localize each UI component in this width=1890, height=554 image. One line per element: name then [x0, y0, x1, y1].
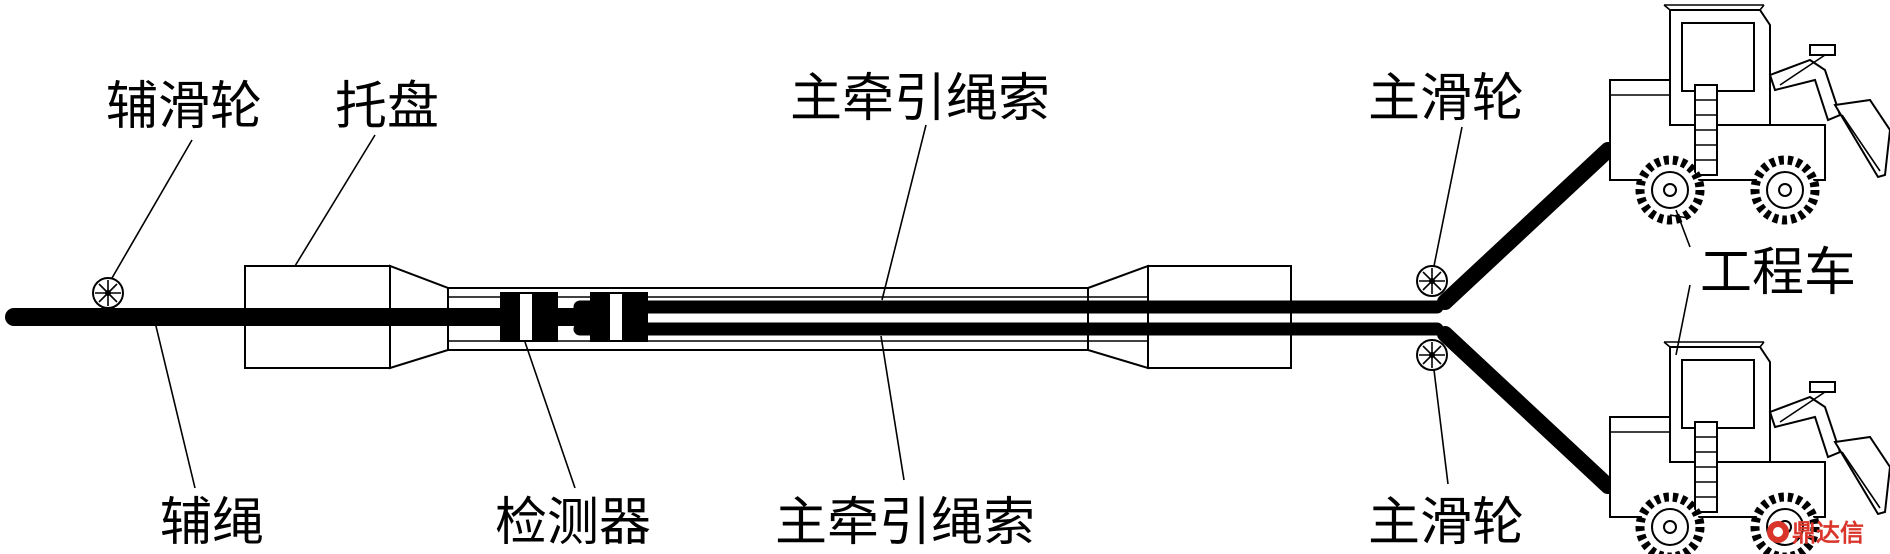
label-engineering-vehicle: 工程车: [1700, 243, 1856, 303]
label-tray: 托盘: [335, 77, 439, 137]
pulley-icon: [92, 277, 124, 309]
label-detector: 检测器: [495, 493, 651, 553]
label-aux-rope: 辅绳: [160, 493, 264, 553]
label-main-pulley-bottom: 主滑轮: [1368, 493, 1524, 553]
label-aux-pulley: 辅滑轮: [106, 77, 262, 137]
leader-lines: [111, 124, 1691, 489]
tray-right-taper: [1087, 264, 1149, 370]
label-main-rope-top: 主牵引绳索: [790, 69, 1050, 129]
detector: [500, 292, 648, 342]
watermark-logo-icon: [1767, 521, 1789, 543]
label-main-pulley-top: 主滑轮: [1368, 69, 1524, 129]
main-rope-to-top-vehicle: [1437, 142, 1616, 310]
pulley-icon: [1416, 265, 1448, 297]
tray-right-block: [1147, 265, 1292, 369]
tray-assembly: [244, 264, 1292, 370]
watermark-text: 鼎达信: [1792, 519, 1864, 547]
main-rope-to-bottom-vehicle: [1437, 326, 1616, 494]
label-main-rope-bottom: 主牵引绳索: [775, 493, 1035, 553]
pulley-icon: [1416, 339, 1448, 371]
loader-vehicle-icon: [1610, 5, 1890, 220]
